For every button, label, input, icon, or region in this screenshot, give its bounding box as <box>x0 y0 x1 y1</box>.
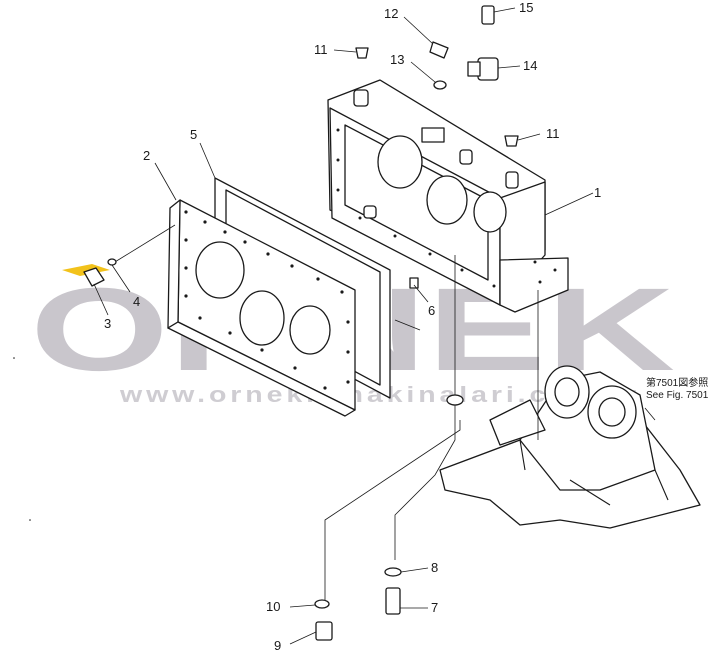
o-ring-base <box>446 394 464 406</box>
label-part-11-top: 11 <box>314 42 328 57</box>
watermark-logo-accent <box>62 264 110 276</box>
label-part-1: 1 <box>594 185 601 200</box>
cover-plate <box>167 199 356 417</box>
tee-branch <box>467 61 481 77</box>
reference-note-english: See Fig. 7501 <box>646 390 709 401</box>
label-part-11-right: 11 <box>546 126 560 141</box>
bolt-7 <box>385 587 401 615</box>
speck <box>13 357 15 359</box>
cover-plate-bolt-holes <box>184 210 350 390</box>
washer-4 <box>107 258 117 266</box>
label-part-2: 2 <box>143 148 150 163</box>
label-part-6: 6 <box>428 303 435 318</box>
label-part-4: 4 <box>133 294 140 309</box>
label-part-13: 13 <box>390 52 404 67</box>
bolt-3 <box>83 267 105 287</box>
gear-housing <box>327 79 569 313</box>
speck <box>29 519 31 521</box>
part-labels: 1 2 3 4 5 6 7 8 9 10 11 11 12 13 14 15 <box>104 0 601 653</box>
label-part-7: 7 <box>431 600 438 615</box>
label-part-15: 15 <box>519 0 533 15</box>
fitting-15 <box>481 5 495 25</box>
plug-upper <box>355 47 369 59</box>
label-part-9: 9 <box>274 638 281 653</box>
leader-lines <box>109 224 539 600</box>
label-part-3: 3 <box>104 316 111 331</box>
elbow-fitting <box>429 41 449 59</box>
label-part-12: 12 <box>384 6 398 21</box>
o-ring-13 <box>433 80 447 90</box>
pin-6 <box>409 277 419 289</box>
plug-right <box>504 135 519 147</box>
plug-9 <box>315 621 333 641</box>
label-part-5: 5 <box>190 127 197 142</box>
washer-8 <box>384 567 402 577</box>
callout-lines <box>93 7 656 645</box>
label-part-10: 10 <box>266 599 280 614</box>
housing-bolt-holes <box>336 128 557 288</box>
tee-fitting <box>477 57 499 81</box>
base-bracket <box>439 365 701 529</box>
label-part-8: 8 <box>431 560 438 575</box>
label-part-14: 14 <box>523 58 537 73</box>
reference-note: 第7501図参照 See Fig. 7501 <box>646 376 709 401</box>
o-ring-10 <box>314 599 330 609</box>
small-parts <box>83 5 519 641</box>
reference-note-japanese: 第7501図参照 <box>646 376 708 389</box>
